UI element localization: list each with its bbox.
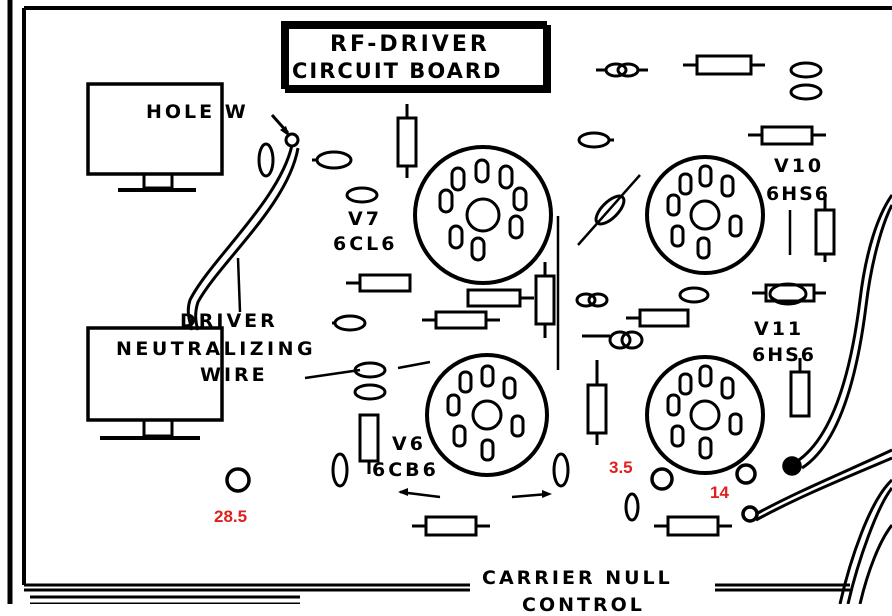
measurement-3-5: 3.5 [609, 458, 633, 477]
v11-ref-label: V11 [754, 318, 805, 340]
upper-transformer [86, 82, 224, 192]
driver-label-line-3: WIRE [200, 364, 268, 386]
socket-v11 [645, 355, 765, 475]
v6-type-label: 6CB6 [372, 459, 439, 481]
v11-type-label: 6HS6 [752, 344, 817, 366]
title-line-1: RF-DRIVER [330, 32, 490, 57]
title-box [281, 21, 551, 93]
socket-v7 [413, 145, 553, 285]
socket-v10 [645, 155, 765, 275]
neutralizing-wire [186, 114, 361, 380]
v7-ref-label: V7 [348, 208, 382, 230]
capacitors [257, 61, 823, 522]
title-line-2: CIRCUIT BOARD [292, 59, 503, 83]
control-label: CONTROL [522, 594, 645, 616]
right-cables [755, 194, 892, 604]
hole-w-label: HOLE W [146, 101, 249, 123]
v7-type-label: 6CL6 [333, 233, 398, 255]
v10-type-label: 6HS6 [766, 183, 831, 205]
carrier-null-label: CARRIER NULL [482, 567, 673, 589]
measurement-14: 14 [710, 483, 729, 502]
resistors [346, 54, 836, 537]
v10-ref-label: V10 [774, 155, 825, 177]
leads [397, 174, 807, 499]
v6-ref-label: V6 [392, 433, 426, 455]
lower-transformer [86, 326, 224, 440]
socket-v6 [425, 353, 549, 477]
measurement-28-5: 28.5 [214, 507, 248, 526]
driver-label-line-2: NEUTRALIZING [116, 338, 317, 360]
chassis-frame [7, 0, 892, 604]
driver-label-line-1: DRIVER [180, 310, 278, 332]
